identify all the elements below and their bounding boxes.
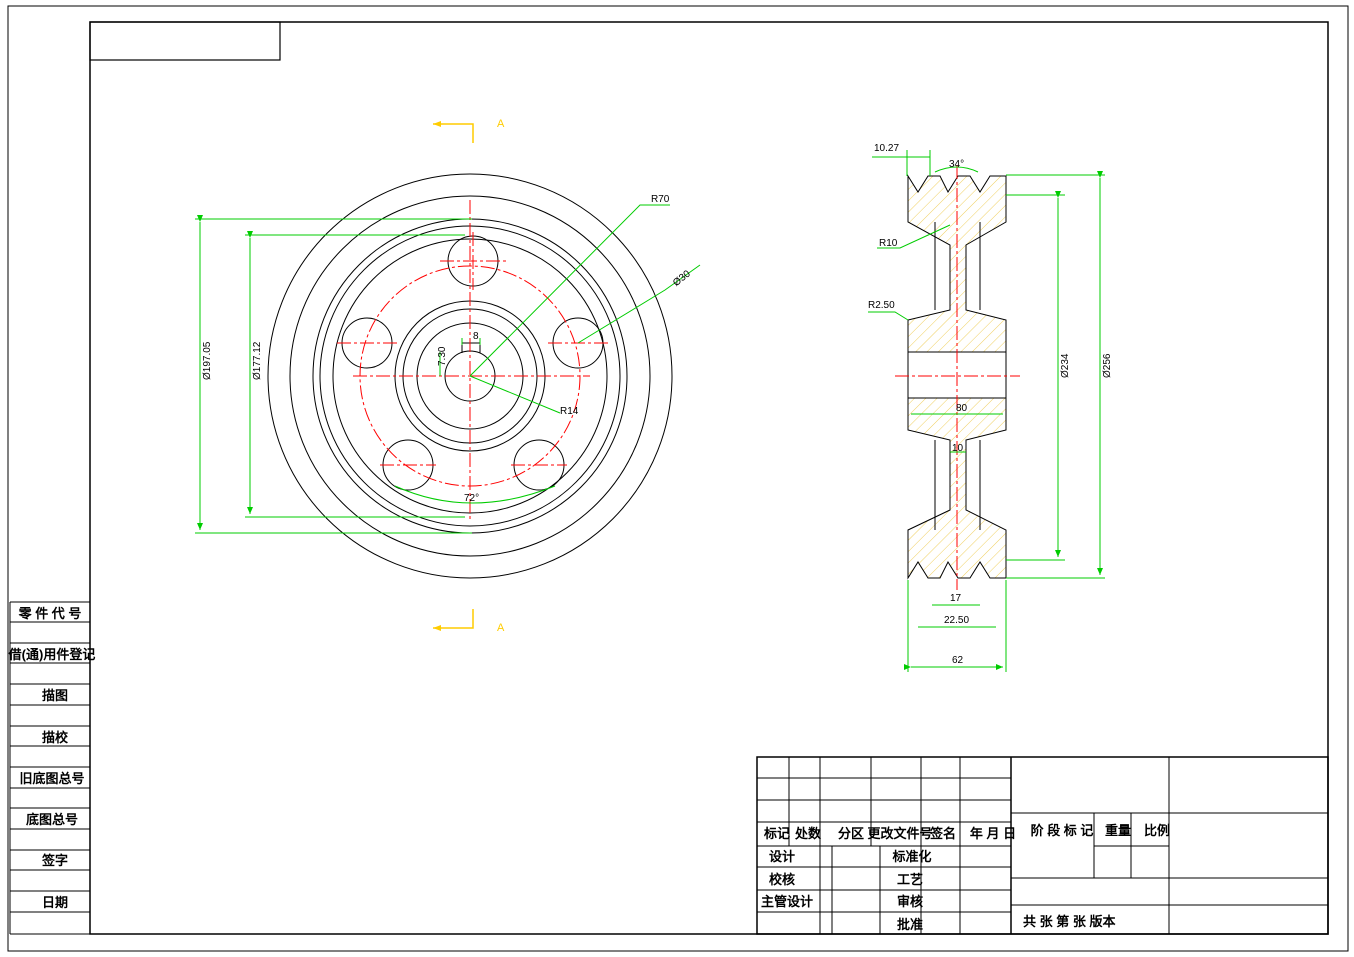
left-row-date: 日期	[42, 895, 68, 910]
tb-sign: 签名	[929, 826, 956, 841]
dim-total-width: 62	[952, 655, 964, 666]
inner-frame	[89, 21, 1329, 935]
tb-date: 年 月 日	[970, 826, 1016, 841]
left-row-trace: 描图	[42, 688, 68, 703]
dim-top-width: 10.27	[874, 143, 899, 154]
dim-r14: R14	[560, 406, 579, 417]
dim-web: 10	[952, 443, 964, 454]
side-dim-labels: 10.27 34° R10 R2.50 Ø234 Ø256 80 10 17 2…	[868, 143, 1113, 666]
tb-standardize: 标准化	[891, 849, 931, 864]
dim-r250: R2.50	[868, 300, 895, 311]
side-dimensions	[868, 150, 1105, 672]
tb-stage: 阶 段 标 记	[1031, 823, 1094, 838]
tb-change-doc: 更改文件号	[867, 826, 932, 841]
keyway	[461, 342, 481, 353]
dim-angle: 72°	[464, 493, 479, 504]
left-row-base: 底图总号	[26, 812, 78, 827]
left-row-borrowed: 借(通)用件登记	[8, 647, 96, 662]
dim-groove-top: 22.50	[944, 615, 969, 626]
section-mark-top: A	[497, 118, 505, 130]
section-marks: A A	[433, 118, 505, 634]
tb-sheets: 共 张 第 张 版本	[1023, 914, 1115, 929]
dim-keyway-depth: 7.30	[437, 346, 448, 366]
dim-groove-angle: 34°	[949, 159, 964, 170]
dim-keyway-width: 8	[473, 331, 479, 342]
tb-approve: 批准	[897, 917, 923, 932]
reverse-title-box	[89, 21, 281, 61]
dim-hub-width: 80	[956, 403, 968, 414]
dim-d30: Ø30	[671, 268, 693, 289]
tb-process: 工艺	[897, 872, 923, 887]
dim-d256: Ø256	[1102, 353, 1113, 378]
dim-d197: Ø197.05	[202, 341, 213, 380]
side-centerlines	[895, 165, 1020, 590]
left-row-part-code: 零 件 代 号	[18, 606, 82, 621]
front-dimensions	[195, 204, 701, 534]
tb-design: 设计	[769, 849, 795, 864]
tb-review: 审核	[897, 894, 923, 909]
front-dim-labels: R70 Ø30 Ø197.05 Ø177.12 8 7.30 R14 72°	[202, 194, 693, 504]
tb-scale: 比例	[1144, 823, 1170, 838]
dim-d234: Ø234	[1060, 353, 1071, 378]
title-block	[756, 756, 1329, 935]
dim-d177: Ø177.12	[252, 341, 263, 380]
tb-chief: 主管设计	[761, 894, 813, 909]
left-row-signature: 签字	[41, 853, 68, 868]
tb-count: 处数	[794, 826, 822, 841]
dim-groove-pitch: 17	[950, 593, 962, 604]
dim-r70: R70	[651, 194, 670, 205]
dim-r10: R10	[879, 238, 898, 249]
tb-weight: 重量	[1105, 823, 1131, 838]
tb-check: 校核	[769, 872, 795, 887]
tb-zone: 分区	[838, 826, 864, 841]
left-row-trace-check: 描校	[42, 730, 69, 745]
tb-mark: 标记	[763, 826, 790, 841]
left-row-old-base: 旧底图总号	[19, 771, 84, 786]
section-mark-bottom: A	[497, 622, 505, 634]
outer-border	[7, 5, 1349, 952]
title-block-text: 标记 处数 分区 更改文件号 签名 年 月 日 阶 段 标 记 重量 比例 设计…	[761, 823, 1170, 932]
left-column: 零 件 代 号 借(通)用件登记 描图 描校 旧底图总号 底图总号 签字 日期	[8, 601, 96, 935]
